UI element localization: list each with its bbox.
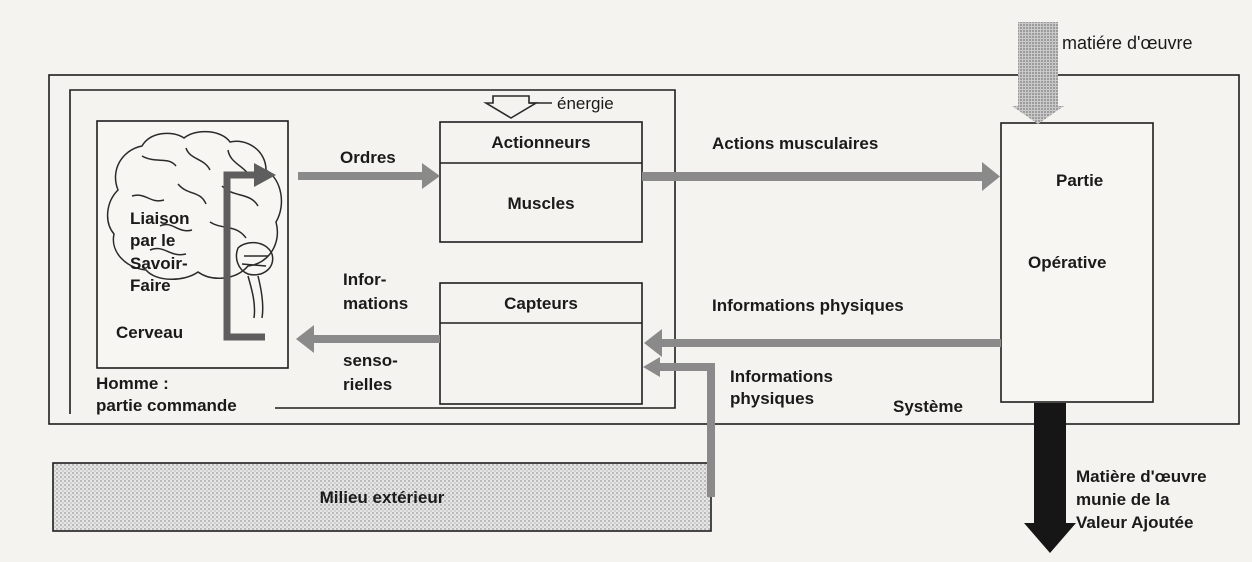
homme-line2: partie commande xyxy=(96,396,237,415)
energie-arrow xyxy=(483,95,539,119)
mations-label: mations xyxy=(343,294,409,313)
homme-line1: Homme : xyxy=(96,374,169,393)
partie-label: Partie xyxy=(1056,171,1104,190)
matiere-oeuvre-output-arrow xyxy=(1024,403,1076,553)
milieu-exterieur-box xyxy=(52,462,712,532)
infor-label: Infor- xyxy=(343,270,387,289)
milieu-to-capteurs-arrow xyxy=(643,357,715,497)
sortie-line3: Valeur Ajoutée xyxy=(1076,513,1194,532)
actionneurs-label: Actionneurs xyxy=(491,133,591,152)
senso-label: senso- xyxy=(343,351,398,370)
informations-physiques-bas-line1: Informations xyxy=(730,367,833,386)
informations-physiques-label: Informations physiques xyxy=(712,296,904,315)
liaison-line1: Liaison xyxy=(130,209,190,228)
liaison-line2: par le xyxy=(130,231,176,250)
liaison-loop xyxy=(223,163,276,341)
operative-label: Opérative xyxy=(1028,253,1107,272)
matiere-oeuvre-input-arrow xyxy=(1012,22,1064,124)
sortie-line1: Matière d'œuvre xyxy=(1076,467,1207,486)
energie-label: énergie xyxy=(557,94,614,113)
cerveau-label: Cerveau xyxy=(116,323,184,342)
partie-operative-box xyxy=(1000,122,1154,403)
ordres-arrow xyxy=(298,163,440,189)
liaison-line4: Faire xyxy=(130,276,171,295)
systeme-frame xyxy=(48,74,1240,425)
matiere-oeuvre-input-label: matiére d'œuvre xyxy=(1062,33,1193,53)
homme-frame xyxy=(69,89,676,414)
actions-musculaires-label: Actions musculaires xyxy=(712,134,879,153)
ordres-label: Ordres xyxy=(340,148,396,167)
systeme-label: Système xyxy=(893,397,963,416)
cerveau-box xyxy=(96,120,289,369)
rielles-label: rielles xyxy=(343,375,393,394)
informations-sensorielles-arrow xyxy=(296,325,440,353)
capteurs-box xyxy=(439,282,643,405)
muscles-label: Muscles xyxy=(507,194,575,213)
actions-musculaires-arrow xyxy=(642,162,1000,191)
milieu-exterieur-label: Milieu extérieur xyxy=(319,488,445,507)
liaison-line3: Savoir- xyxy=(130,254,188,273)
informations-physiques-arrow xyxy=(644,329,1001,357)
sortie-line2: munie de la xyxy=(1076,490,1170,509)
actionneurs-box xyxy=(439,121,643,243)
capteurs-label: Capteurs xyxy=(504,294,578,313)
informations-physiques-bas-line2: physiques xyxy=(730,389,815,408)
